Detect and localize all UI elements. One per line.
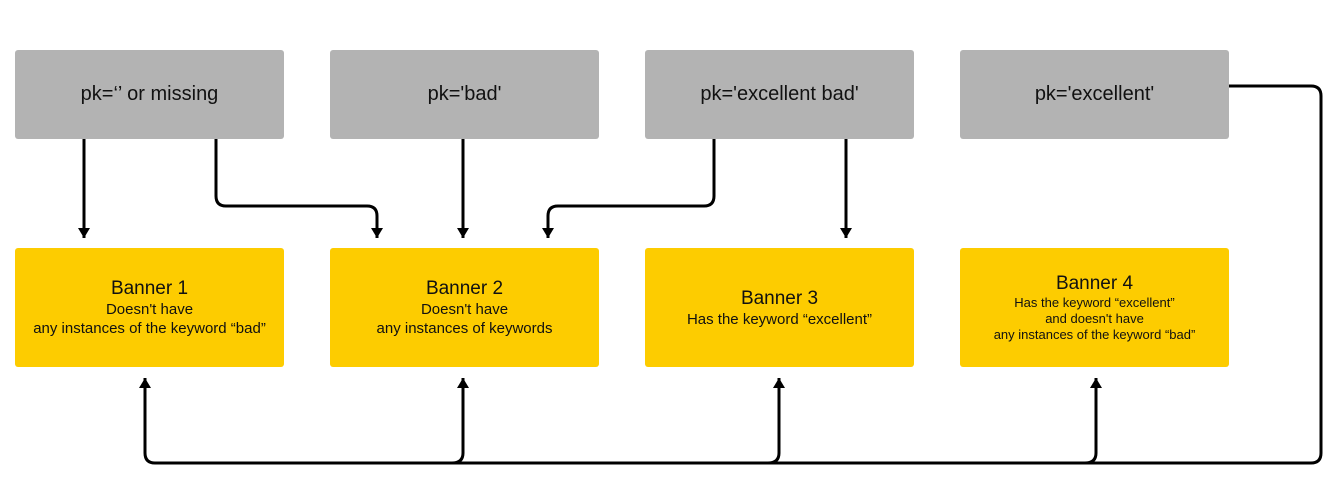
arrow-key4-to-banner2	[451, 378, 469, 465]
key-box-excellent-bad: pk='excellent bad'	[645, 50, 914, 139]
arrow-key4-to-banner3	[767, 378, 785, 465]
banner-3-box: Banner 3 Has the keyword “excellent”	[645, 248, 914, 367]
banner-desc-line: Doesn't have	[105, 301, 194, 318]
key-label: pk='excellent'	[1034, 83, 1155, 105]
banner-title: Banner 4	[1055, 273, 1134, 294]
arrow-key1-to-banner2	[214, 139, 383, 238]
banner-desc-line: any instances of the keyword “bad”	[33, 320, 266, 337]
key-label: pk='excellent bad'	[700, 83, 859, 105]
arrow-key4-to-banner4	[1084, 378, 1102, 465]
banner-desc-line: Doesn't have	[420, 301, 509, 318]
arrow-key3-to-banner2	[542, 139, 716, 238]
banner-desc-line: any instances of the keyword “bad”	[993, 327, 1196, 342]
banner-title: Banner 3	[740, 287, 819, 309]
key-label: pk=‘’ or missing	[80, 83, 219, 105]
banner-desc-line: Has the keyword “excellent”	[686, 310, 873, 328]
banner-4-box: Banner 4 Has the keyword “excellent” and…	[960, 248, 1229, 367]
banner-desc-line: any instances of keywords	[376, 320, 553, 337]
arrow-key4-loop	[139, 84, 1323, 465]
banner-title: Banner 2	[425, 278, 504, 299]
banner-title: Banner 1	[110, 278, 189, 299]
key-label: pk='bad'	[427, 83, 502, 105]
banner-1-box: Banner 1 Doesn't have any instances of t…	[15, 248, 284, 367]
banner-desc-line: Has the keyword “excellent”	[1014, 295, 1175, 310]
key-box-bad: pk='bad'	[330, 50, 599, 139]
banner-2-box: Banner 2 Doesn't have any instances of k…	[330, 248, 599, 367]
key-box-excellent: pk='excellent'	[960, 50, 1229, 139]
key-box-missing: pk=‘’ or missing	[15, 50, 284, 139]
banner-desc-line: and doesn't have	[1045, 311, 1144, 326]
